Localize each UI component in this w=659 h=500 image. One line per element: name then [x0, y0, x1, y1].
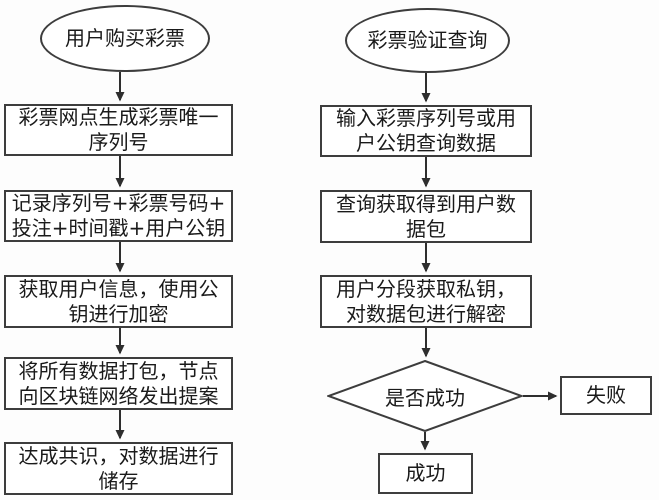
right-step-2: 查询获取得到用户数 据包 [320, 190, 532, 243]
right-step-1: 输入彩票序列号或用 户公钥查询数据 [320, 105, 532, 157]
left-step-4: 将所有数据打包，节点 向区块链网络发出提案 [4, 357, 233, 410]
right-step-3: 用户分段获取私钥， 对数据包进行解密 [320, 275, 532, 328]
left-start-node: 用户购买彩票 [40, 5, 210, 72]
decision-node: 是否成功 [327, 360, 523, 432]
right-start-node: 彩票验证查询 [345, 8, 510, 73]
decision-label: 是否成功 [385, 385, 465, 410]
left-step-5: 达成共识，对数据进行 储存 [4, 442, 233, 495]
fail-node: 失败 [560, 376, 652, 415]
left-step-3: 获取用户信息，使用公 钥进行加密 [4, 275, 233, 328]
left-step-1: 彩票网点生成彩票唯一 序列号 [4, 104, 233, 156]
left-step-2: 记录序列号+彩票号码+ 投注+时间戳+用户公钥 [4, 190, 233, 242]
success-node: 成功 [378, 453, 473, 494]
diamond-shape [327, 360, 523, 432]
